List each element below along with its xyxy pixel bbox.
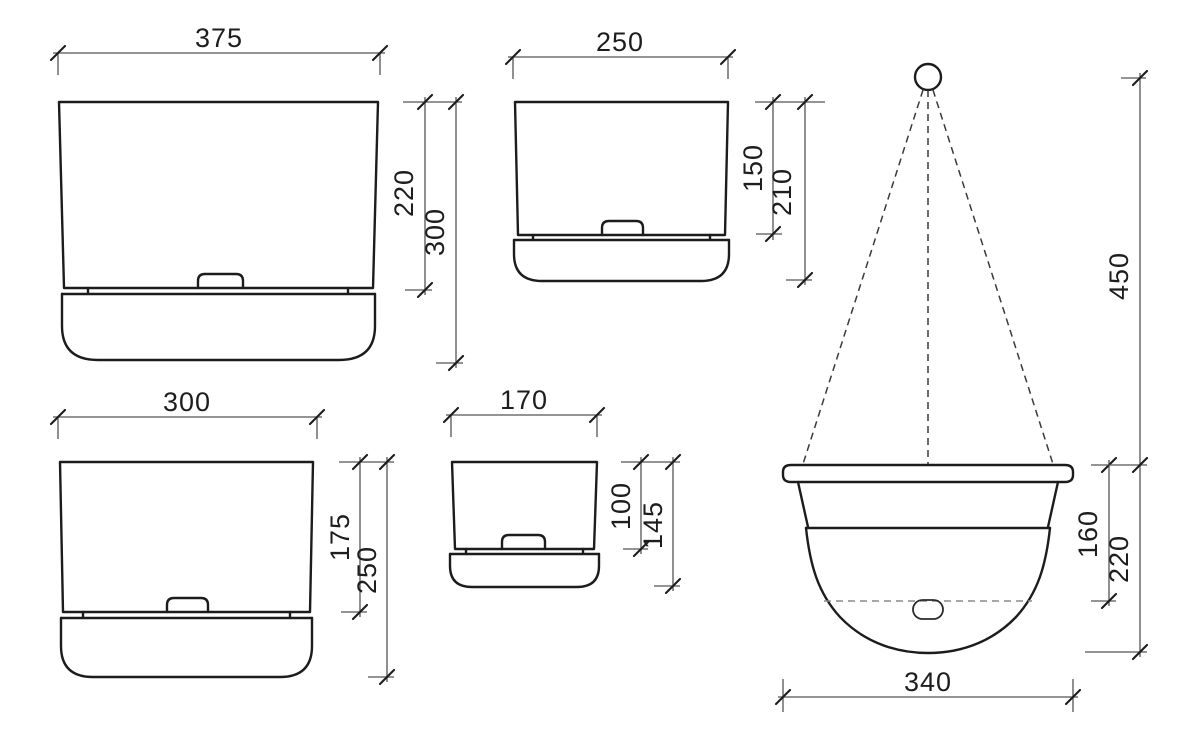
pot-base-seam xyxy=(448,547,601,556)
planter-large-total-height-dimension: 300 xyxy=(420,93,465,372)
dimension-label: 250 xyxy=(352,546,382,594)
extension-lines xyxy=(57,53,381,75)
dimension-label: 170 xyxy=(500,385,548,415)
dimension-label: 175 xyxy=(325,513,355,561)
hanging-basket-soil-depth-dimension: 160 xyxy=(1073,456,1118,610)
planter-medium-body-height-dimension: 150 xyxy=(738,93,825,243)
planter-small-width-dimension: 300 xyxy=(49,387,326,439)
dimension-ticks xyxy=(49,408,326,426)
basket-upper-band xyxy=(796,480,1060,530)
dimension-ticks xyxy=(442,406,606,424)
dimension-label: 375 xyxy=(195,23,243,53)
dimension-label: 150 xyxy=(738,144,768,192)
dimension-ticks xyxy=(632,453,650,558)
drainage-plug xyxy=(912,599,944,620)
basket-bowl xyxy=(804,526,1052,655)
extension-lines xyxy=(403,101,462,291)
dimension-ticks xyxy=(764,93,782,243)
planter-large-width-dimension: 375 xyxy=(49,23,389,75)
dimension-ticks xyxy=(351,453,369,621)
basket-rim-flange xyxy=(781,463,1075,484)
hanger-ring xyxy=(913,62,943,92)
planter-small xyxy=(58,460,315,679)
planter-mini-body-height-dimension: 100 xyxy=(606,453,680,558)
hanger-height-label: 450 xyxy=(1104,252,1134,300)
extension-lines xyxy=(782,679,1074,712)
planter-mini xyxy=(448,460,601,589)
dimension-label: 340 xyxy=(904,667,952,697)
water-reservoir-base xyxy=(512,238,731,283)
planter-medium-width-dimension: 250 xyxy=(504,27,737,79)
dimension-label: 210 xyxy=(767,168,797,216)
pot-base-seam xyxy=(59,610,314,620)
pot-body xyxy=(513,100,730,237)
extension-lines xyxy=(512,57,729,79)
dimension-ticks xyxy=(447,93,465,372)
planter-small-body-height-dimension: 175 xyxy=(325,453,394,621)
pot-body xyxy=(57,100,380,290)
planter-medium xyxy=(512,100,731,283)
water-reservoir-base xyxy=(60,292,377,362)
hanging-basket xyxy=(781,62,1075,655)
planter-medium-total-height-dimension: 210 xyxy=(767,93,814,289)
pot-clip-tab xyxy=(600,219,645,237)
dimension-label: 100 xyxy=(606,482,636,530)
pot-base-seam xyxy=(512,233,731,242)
water-reservoir-base xyxy=(59,616,314,679)
pot-clip-tab xyxy=(165,596,210,614)
planter-mini-total-height-dimension: 145 xyxy=(638,453,682,595)
extension-lines xyxy=(57,417,318,439)
dimension-label: 300 xyxy=(420,208,450,256)
dimension-label: 145 xyxy=(638,501,668,549)
extension-lines xyxy=(339,461,394,613)
dimension-ticks xyxy=(504,48,737,66)
pot-clip-tab xyxy=(500,533,547,551)
pot-base-seam xyxy=(60,286,377,296)
extension-lines xyxy=(755,101,825,235)
planter-large-body-height-dimension: 220 xyxy=(389,93,462,299)
dimension-ticks xyxy=(664,453,682,595)
hanging-basket-width-dimension: 340 xyxy=(774,667,1082,712)
water-reservoir-base xyxy=(448,552,601,589)
pot-body xyxy=(58,460,315,614)
hanger-wires xyxy=(802,89,1054,465)
planter-large xyxy=(57,100,380,362)
pot-clip-tab xyxy=(196,272,245,290)
dimension-ticks xyxy=(49,44,389,62)
dimension-label: 250 xyxy=(596,27,644,57)
dimension-ticks xyxy=(774,688,1082,706)
pot-body xyxy=(450,460,599,551)
dimension-ticks xyxy=(416,93,434,299)
planter-mini-width-dimension: 170 xyxy=(442,385,606,437)
dimension-label: 220 xyxy=(389,169,419,217)
extension-lines xyxy=(621,461,680,550)
dimension-label: 300 xyxy=(163,387,211,417)
basket-height-label: 220 xyxy=(1104,535,1134,583)
planter-small-total-height-dimension: 250 xyxy=(352,453,396,686)
dimension-label: 160 xyxy=(1073,510,1103,558)
extension-lines xyxy=(1085,77,1147,653)
extension-lines xyxy=(450,415,598,437)
dimension-ticks xyxy=(1131,69,1149,661)
dimension-ticks xyxy=(378,453,396,686)
hanging-basket-height-and-hanger-dimension: 450 220 xyxy=(1085,69,1149,661)
dimension-ticks xyxy=(796,93,814,289)
